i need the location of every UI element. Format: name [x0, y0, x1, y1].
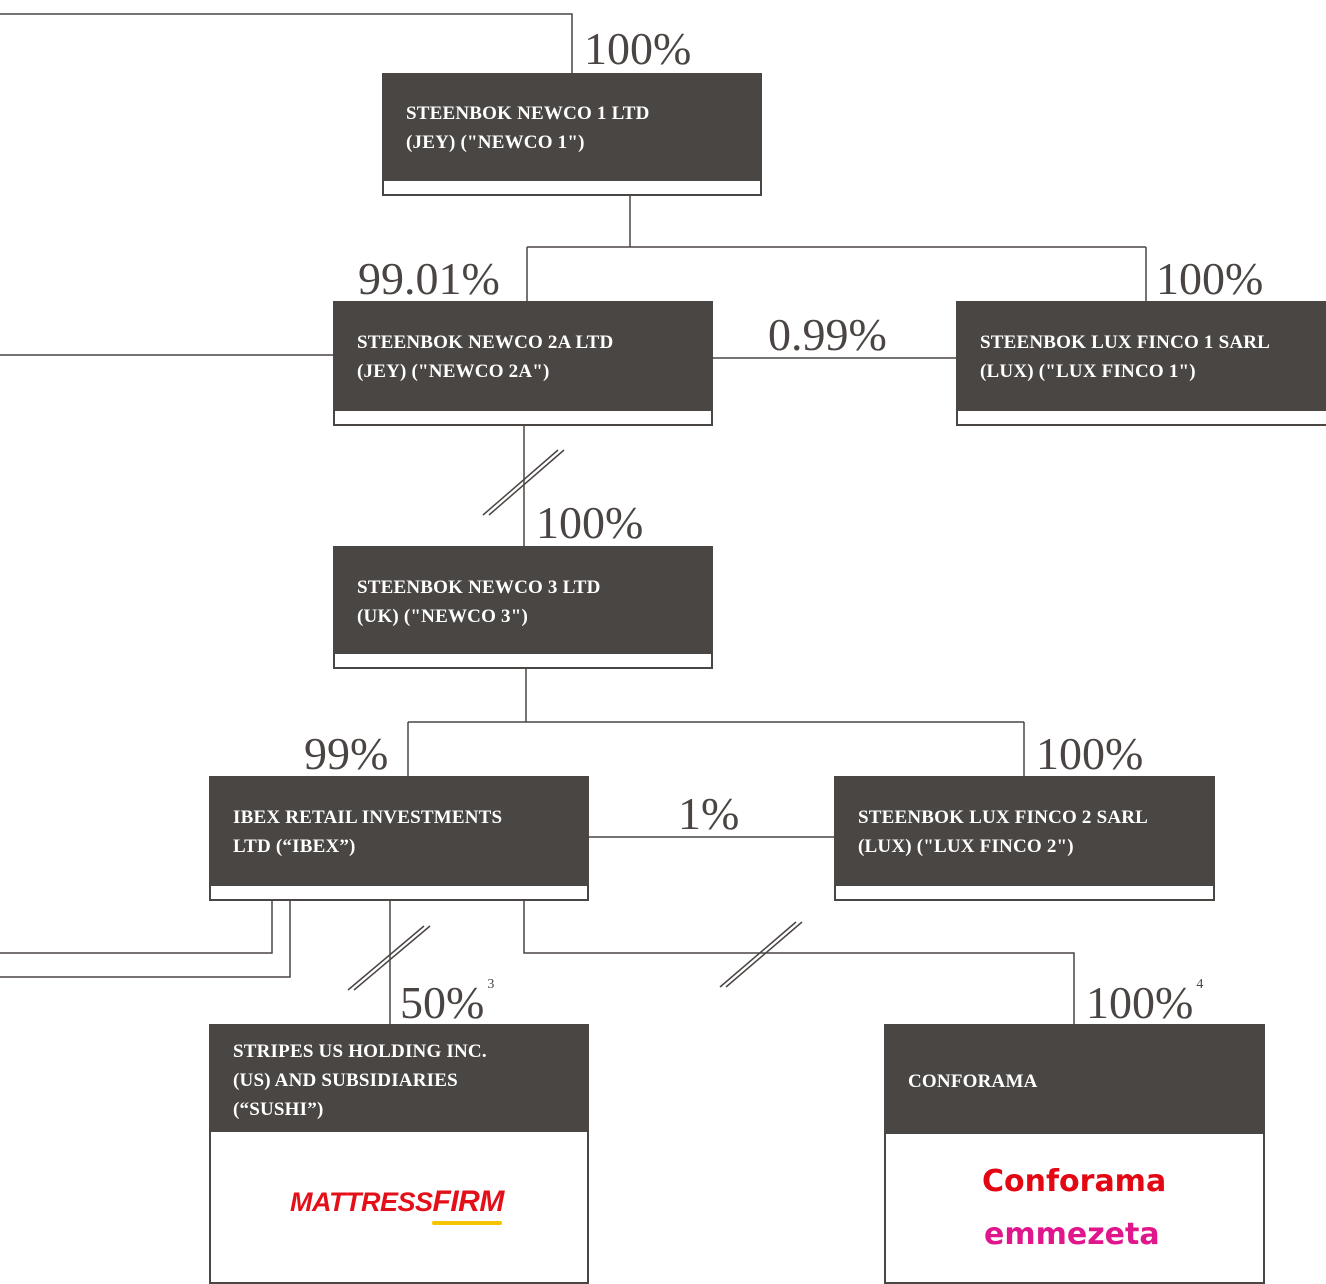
entity-luxfinco2-strip	[836, 886, 1213, 899]
entity-newco2a: STEENBOK NEWCO 2A LTD (JEY) ("NEWCO 2A")	[333, 301, 713, 426]
pct-ibex-luxfinco2: 1%	[678, 788, 740, 839]
entity-newco1-label: STEENBOK NEWCO 1 LTD (JEY) ("NEWCO 1")	[406, 99, 650, 157]
entity-newco1-strip	[384, 181, 760, 194]
entity-sushi-line3: (“SUSHI”)	[233, 1099, 324, 1120]
entity-sushi: STRIPES US HOLDING INC. (US) AND SUBSIDI…	[209, 1024, 589, 1284]
connector-ibex-left-1	[0, 900, 273, 954]
connector-ibex-left-2	[0, 900, 291, 978]
entity-sushi-panel	[211, 1132, 587, 1282]
entity-newco3-line1: STEENBOK NEWCO 3 LTD	[357, 577, 601, 598]
connector-parent-newco1	[0, 13, 573, 74]
entity-sushi-line1: STRIPES US HOLDING INC.	[233, 1041, 487, 1062]
entity-sushi-label: STRIPES US HOLDING INC. (US) AND SUBSIDI…	[233, 1037, 487, 1124]
entity-ibex-line2: LTD (“IBEX”)	[233, 836, 356, 857]
entity-newco2a-label: STEENBOK NEWCO 2A LTD (JEY) ("NEWCO 2A")	[357, 328, 613, 386]
entity-luxfinco1-line1: STEENBOK LUX FINCO 1 SARL	[980, 332, 1271, 353]
entity-luxfinco2-line2: (LUX) ("LUX FINCO 2")	[858, 836, 1074, 857]
entity-luxfinco2: STEENBOK LUX FINCO 2 SARL (LUX) ("LUX FI…	[834, 776, 1215, 901]
pct-ibex: 99%	[304, 728, 389, 779]
break-mark-1b	[488, 449, 565, 516]
pct-sushi: 50%3	[400, 977, 495, 1028]
pct-newco2a-luxfinco1: 0.99%	[768, 309, 887, 360]
break-mark-3a	[719, 921, 797, 988]
pct-luxfinco2: 100%	[1036, 728, 1144, 779]
entity-ibex-line1: IBEX RETAIL INVESTMENTS	[233, 807, 503, 828]
connector-ibex-conforama	[523, 900, 1075, 1025]
entity-ibex-label: IBEX RETAIL INVESTMENTS LTD (“IBEX”)	[233, 803, 502, 861]
mattress-firm-swoosh	[432, 1221, 502, 1225]
entity-conforama: CONFORAMA Conforama emmezeta	[884, 1024, 1265, 1284]
mattress-firm-logo-part1: MATTRESS	[290, 1187, 433, 1217]
entity-conforama-line1: CONFORAMA	[908, 1071, 1038, 1092]
break-mark-2a	[347, 925, 425, 991]
pct-newco3: 100%	[536, 497, 644, 548]
entity-newco2a-strip	[335, 411, 711, 424]
entity-newco3-label: STEENBOK NEWCO 3 LTD (UK) ("NEWCO 3")	[357, 573, 601, 631]
entity-conforama-label: CONFORAMA	[908, 1067, 1038, 1096]
entity-luxfinco2-line1: STEENBOK LUX FINCO 2 SARL	[858, 807, 1149, 828]
pct-conforama: 100%4	[1086, 977, 1204, 1028]
entity-newco1: STEENBOK NEWCO 1 LTD (JEY) ("NEWCO 1")	[382, 73, 762, 196]
entity-luxfinco1: STEENBOK LUX FINCO 1 SARL (LUX) ("LUX FI…	[956, 301, 1326, 426]
mattress-firm-logo-part2: FIRM	[432, 1185, 505, 1218]
entity-ibex: IBEX RETAIL INVESTMENTS LTD (“IBEX”)	[209, 776, 589, 901]
entity-newco2a-line1: STEENBOK NEWCO 2A LTD	[357, 332, 614, 353]
entity-newco1-line1: STEENBOK NEWCO 1 LTD	[406, 103, 650, 124]
mattress-firm-logo: MATTRESSFIRM	[290, 1185, 505, 1225]
footnote-3: 3	[487, 977, 495, 992]
entity-newco3-strip	[335, 654, 711, 667]
entity-sushi-line2: (US) AND SUBSIDIARIES	[233, 1070, 458, 1091]
pct-newco1: 100%	[584, 23, 692, 74]
entity-newco1-line2: (JEY) ("NEWCO 1")	[406, 132, 585, 153]
entity-luxfinco2-label: STEENBOK LUX FINCO 2 SARL (LUX) ("LUX FI…	[858, 803, 1148, 861]
entity-luxfinco1-strip	[958, 411, 1326, 424]
conforama-logo: Conforama	[982, 1164, 1167, 1199]
entity-ibex-strip	[211, 886, 587, 899]
footnote-4: 4	[1196, 977, 1204, 992]
pct-sushi-value: 50%	[400, 977, 485, 1028]
entity-luxfinco1-line2: (LUX) ("LUX FINCO 1")	[980, 361, 1196, 382]
entity-newco2a-line2: (JEY) ("NEWCO 2A")	[357, 361, 550, 382]
pct-newco2a: 99.01%	[358, 253, 500, 304]
break-mark-2b	[353, 925, 431, 991]
break-mark-3b	[725, 921, 803, 988]
entity-newco3-line2: (UK) ("NEWCO 3")	[357, 606, 528, 627]
break-mark-1a	[482, 449, 559, 516]
pct-conforama-value: 100%	[1086, 977, 1194, 1028]
entity-newco3: STEENBOK NEWCO 3 LTD (UK) ("NEWCO 3")	[333, 546, 713, 669]
entity-luxfinco1-label: STEENBOK LUX FINCO 1 SARL (LUX) ("LUX FI…	[980, 328, 1270, 386]
emmezeta-logo: emmezeta	[984, 1217, 1160, 1252]
pct-luxfinco1: 100%	[1156, 253, 1264, 304]
entity-conforama-panel	[886, 1134, 1263, 1282]
